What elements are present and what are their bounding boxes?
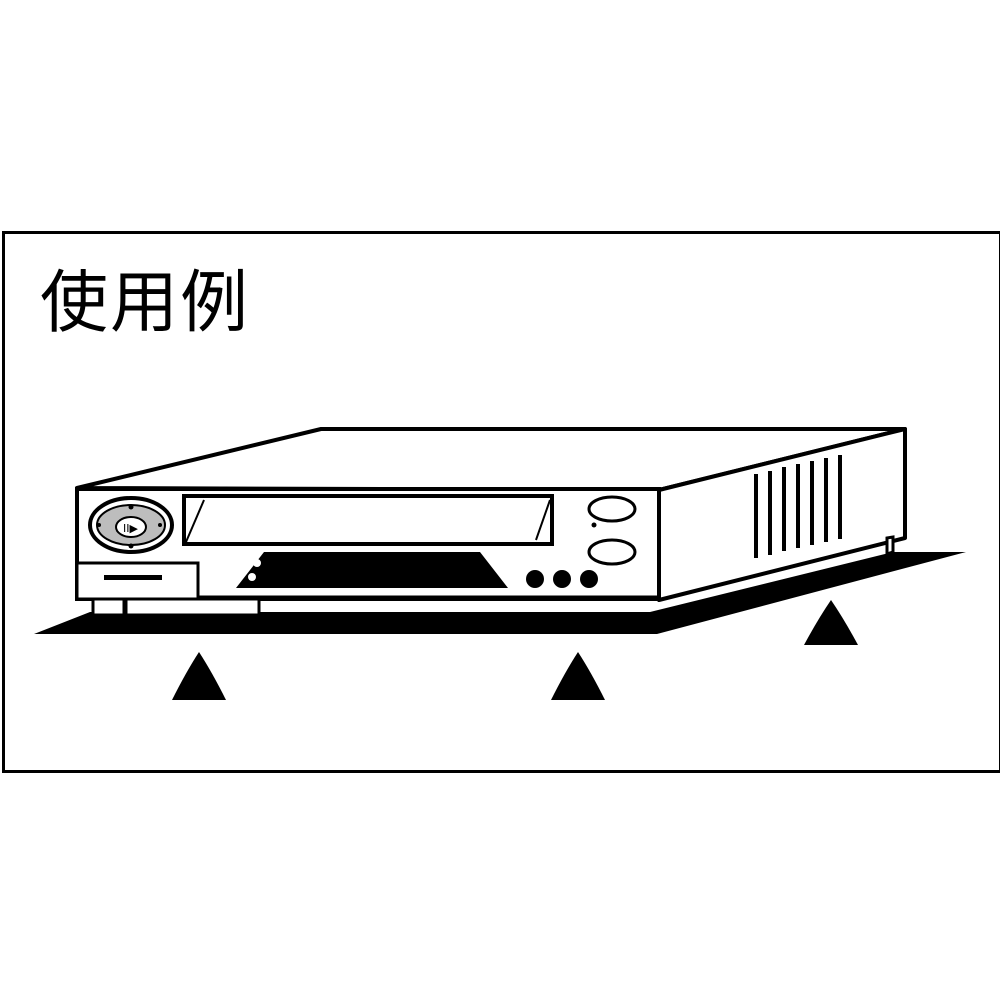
figure-title: 使用例 [40,264,251,343]
vcr-body: II▶ [75,427,907,617]
cassette-door [75,561,200,601]
shelf-surface [34,552,966,634]
support-cone-right [804,600,858,645]
support-cones [172,600,858,700]
vcr-foot-left [91,597,126,617]
oval-button-bottom [587,538,637,566]
oval-button-top [587,495,637,523]
vcr-foot-right [885,535,895,557]
round-button-2 [553,570,571,588]
control-dial: II▶ [88,496,174,554]
play-button [115,516,147,538]
support-cone-center [551,652,605,700]
support-cone-left [172,652,226,700]
display-panel [236,552,508,588]
round-button-1 [526,570,544,588]
play-pause-glyph: II▶ [123,522,138,535]
round-button-3 [580,570,598,588]
vcr-foot-center [124,597,261,617]
side-vents [754,455,842,558]
door-slot-mark [104,575,162,580]
cassette-slot [182,494,554,546]
